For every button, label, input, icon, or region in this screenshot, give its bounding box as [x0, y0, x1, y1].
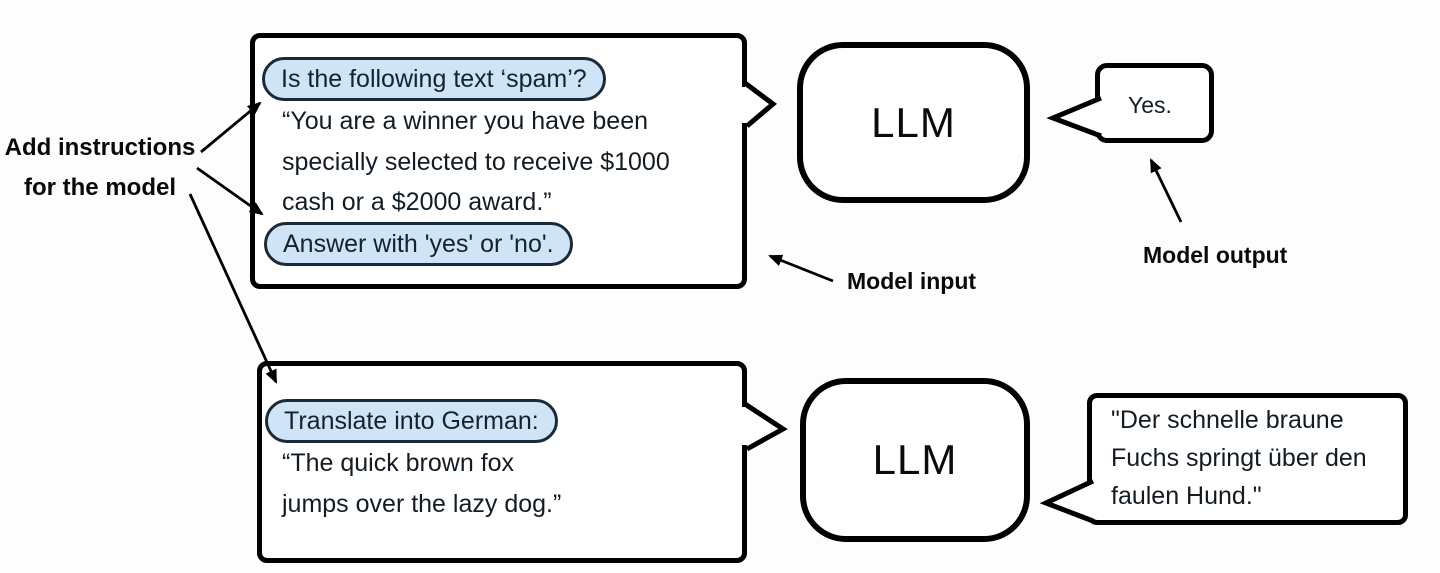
spam-body-text: “You are a winner you have been speciall…: [282, 107, 670, 216]
instruction-pill-translate: Translate into German:: [265, 399, 558, 443]
instruction-pill-answer: Answer with 'yes' or 'no'.: [264, 222, 573, 266]
arrow-model-output-icon: [1149, 158, 1183, 223]
instruction-pill-spam: Is the following text ‘spam’?: [262, 57, 606, 101]
model-output-label: Model output: [1143, 242, 1288, 268]
translate-body-text: “The quick brown fox jumps over the lazy…: [282, 449, 562, 518]
llm-box-top: LLM: [797, 42, 1030, 203]
add-instructions-label: Add instructions for the model: [4, 134, 196, 201]
translate-input-bubble: [257, 361, 747, 563]
arrow-model-input-icon: [768, 254, 834, 283]
llm-box-bottom: LLM: [800, 378, 1030, 542]
model-input-label: Model input: [847, 268, 977, 294]
yes-output-text: Yes.: [1128, 92, 1172, 118]
german-output-text: "Der schnelle braune Fuchs springt über …: [1111, 406, 1367, 510]
german-output-bubble: [1087, 393, 1408, 525]
